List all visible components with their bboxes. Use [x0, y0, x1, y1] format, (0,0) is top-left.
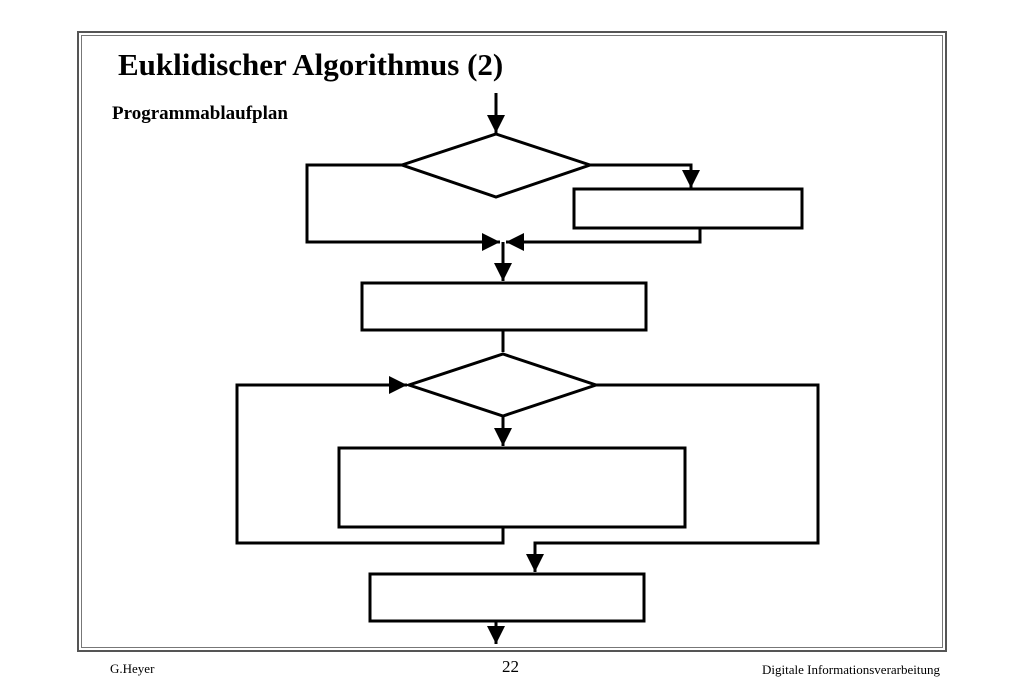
loop-body-box	[337, 446, 687, 529]
footer-page-number: 22	[502, 657, 519, 676]
decision-2-exit	[526, 383, 820, 572]
decision-1	[397, 132, 595, 199]
process-box-1	[572, 187, 804, 230]
footer-course: Digitale Informationsverarbeitung	[762, 662, 940, 677]
slide-subtitle: Programmablaufplan	[112, 103, 288, 124]
decision-2	[404, 352, 601, 418]
decision-1-left-branch	[305, 163, 500, 251]
process-box-2	[360, 281, 648, 332]
loop-back-edge	[235, 376, 505, 545]
slide-frame	[77, 31, 947, 652]
process-box-1-return	[506, 228, 702, 251]
slide-frame-inner	[81, 35, 943, 648]
footer-author: G.Heyer	[110, 661, 155, 676]
process-box-final	[368, 572, 646, 623]
slide-title: Euklidischer Algorithmus (2)	[118, 47, 504, 82]
decision-1-right-branch	[590, 163, 700, 188]
